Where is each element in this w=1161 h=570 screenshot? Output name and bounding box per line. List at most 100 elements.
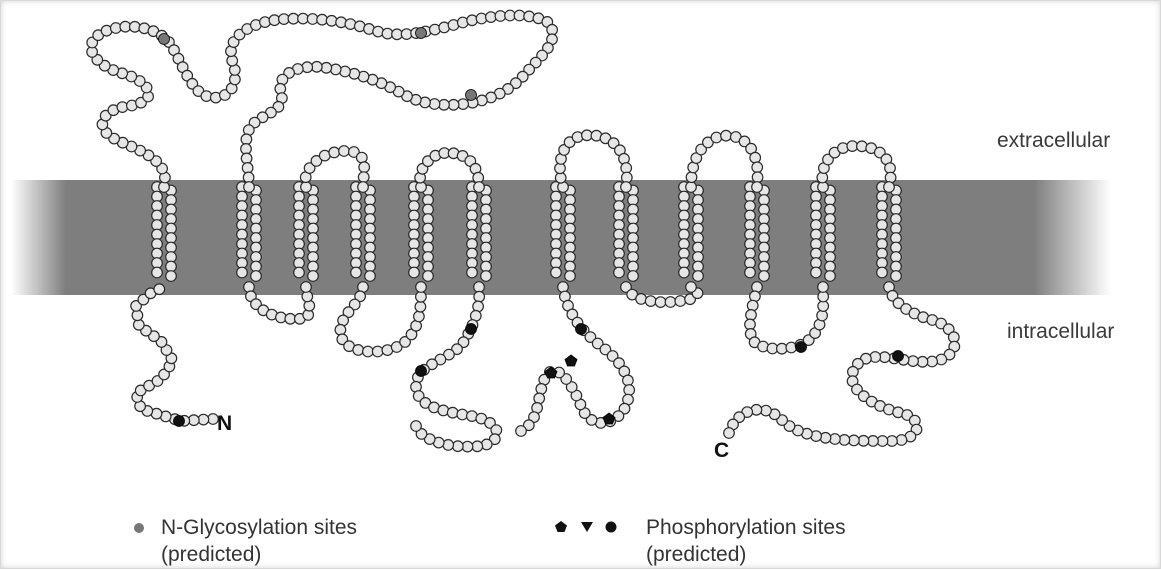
c-terminus-label: C — [714, 439, 729, 463]
residue-bead — [621, 182, 632, 193]
phosphorylation-legend-line1: Phosphorylation sites — [646, 514, 846, 541]
residue-bead — [534, 393, 545, 404]
residue-bead — [152, 267, 163, 278]
residue-bead — [467, 267, 478, 278]
residue-bead — [227, 55, 238, 66]
phosphorylation-site-dot — [893, 351, 904, 362]
residue-bead — [472, 441, 483, 452]
residue-bead — [623, 375, 634, 386]
glycosylation-legend: N-Glycosylation sites (predicted) — [161, 514, 357, 568]
residue-bead — [134, 320, 145, 331]
residue-bead — [679, 267, 690, 278]
phosphorylation-site-dot — [576, 324, 587, 335]
residue-bead — [752, 162, 763, 173]
residue-bead — [858, 436, 869, 447]
residue-bead — [326, 15, 337, 26]
residue-bead — [818, 282, 829, 293]
residue-bead — [624, 385, 635, 396]
dot-icon — [606, 522, 617, 533]
residue-bead — [166, 271, 177, 282]
residue-bead — [415, 301, 426, 312]
phosphorylation-site-dot — [466, 324, 477, 335]
residue-bead — [462, 441, 473, 452]
residue-bead — [453, 441, 464, 452]
glycosylation-site — [159, 34, 170, 45]
residue-bead — [329, 147, 340, 158]
phosphorylation-site-dot — [174, 416, 185, 427]
residue-bead — [423, 271, 434, 282]
residue-bead — [817, 172, 828, 183]
glycosylation-legend-line2: (predicted) — [161, 541, 357, 568]
residue-bead — [416, 292, 427, 303]
residue-bead — [358, 172, 369, 183]
residue-bead — [686, 172, 697, 183]
residue-bead — [372, 346, 383, 357]
residue-bead — [301, 282, 312, 293]
triangle-icon — [581, 522, 593, 532]
residue-bead — [457, 409, 468, 420]
residue-bead — [298, 13, 309, 24]
glycosylation-legend-icon — [129, 518, 151, 538]
residue-bead — [820, 433, 831, 444]
residue-bead — [312, 62, 323, 73]
residue-bead — [357, 152, 368, 163]
residue-bead — [474, 182, 485, 193]
residue-bead — [665, 297, 676, 308]
residue-bead — [645, 296, 656, 307]
residue-bead — [429, 99, 440, 110]
residue-bead — [117, 102, 128, 113]
residue-bead — [686, 182, 697, 193]
residue-bead — [154, 284, 165, 295]
residue-bead — [628, 271, 639, 282]
residue-bead — [198, 414, 209, 425]
residue-bead — [237, 267, 248, 278]
residue-bead — [693, 271, 704, 282]
residue-bead — [558, 282, 569, 293]
residue-bead — [481, 439, 492, 450]
residue-bead — [752, 172, 763, 183]
residue-bead — [411, 421, 422, 432]
glycosylation-site — [416, 28, 427, 39]
residue-bead — [474, 291, 485, 302]
residue-bead — [351, 267, 362, 278]
residue-bead — [811, 267, 822, 278]
residue-bead — [877, 267, 888, 278]
residue-bead — [294, 267, 305, 278]
residue-bead — [884, 182, 895, 193]
pentagon-icon — [555, 521, 567, 532]
residue-bead — [536, 384, 547, 395]
residue-bead — [474, 282, 485, 293]
residue-bead — [655, 297, 666, 308]
residue-bead — [750, 152, 761, 163]
residue-bead — [416, 282, 427, 293]
intracellular-label: intracellular — [1007, 320, 1114, 344]
extracellular-label: extracellular — [997, 129, 1110, 153]
residue-bead — [243, 172, 254, 183]
residue-bead — [759, 271, 770, 282]
residue-bead — [686, 282, 697, 293]
residue-bead — [614, 267, 625, 278]
residue-bead — [335, 325, 346, 336]
residue-bead — [711, 132, 722, 143]
residue-bead — [251, 271, 262, 282]
residue-bead — [495, 11, 506, 22]
residue-bead — [565, 271, 576, 282]
residue-bead — [359, 162, 370, 173]
residue-bead — [514, 10, 525, 21]
residue-bead — [358, 182, 369, 193]
residue-bead — [353, 345, 364, 356]
residue-bead — [339, 146, 350, 157]
residue-bead — [724, 428, 735, 439]
residue-bead — [636, 294, 647, 305]
residue-bead — [745, 267, 756, 278]
glycosylation-site — [466, 90, 477, 101]
phosphorylation-site-dot — [796, 342, 807, 353]
residue-bead — [481, 271, 492, 282]
residue-bead — [443, 440, 454, 451]
residue-bead — [752, 182, 763, 193]
residue-bead — [330, 64, 341, 75]
residue-bead — [516, 426, 527, 437]
residue-bead — [409, 267, 420, 278]
